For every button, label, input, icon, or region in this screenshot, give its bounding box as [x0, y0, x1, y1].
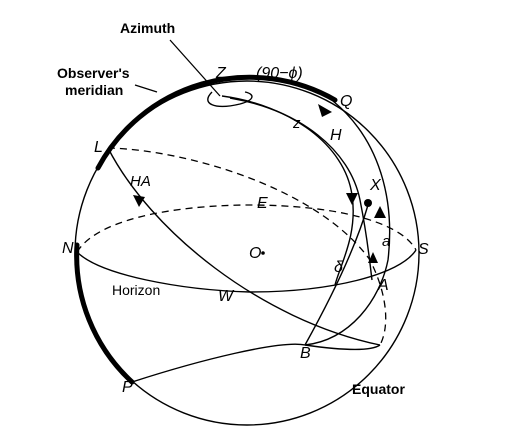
label-p: P: [122, 379, 133, 396]
label-equator: Equator: [352, 381, 405, 397]
label-delta: δ: [334, 259, 344, 276]
observers-meridian-arc: [95, 74, 338, 171]
label-z: z: [292, 115, 301, 132]
label-x: X: [369, 177, 382, 194]
label-zenith: Z: [215, 65, 227, 82]
label-s: S: [418, 241, 429, 258]
lower-great-circle: [131, 343, 381, 383]
meridian-lower-thick-arc: [74, 242, 135, 385]
arrow-ha: [133, 195, 145, 207]
label-e: E: [257, 195, 268, 212]
label-l: L: [94, 139, 103, 156]
hour-circle-arc: [304, 100, 391, 346]
label-o: O: [249, 245, 261, 262]
equator-front: [107, 147, 381, 346]
label-observers: Observer's: [57, 65, 130, 81]
arrow-zq: [318, 104, 332, 117]
vertical-circle-inner: [221, 95, 354, 286]
arrow-x-up: [374, 206, 386, 218]
label-b: B: [300, 345, 311, 362]
label-n: N: [62, 240, 74, 257]
label-azimuth: Azimuth: [120, 20, 175, 36]
arrow-z-to-x: [346, 193, 358, 205]
label-colatitude: (90−ϕ): [256, 65, 303, 82]
star-x-point: [364, 199, 372, 207]
label-ha: HA: [130, 173, 151, 190]
azimuth-loop: [207, 91, 253, 108]
label-w: W: [218, 288, 235, 305]
equator-back-dashed: [107, 147, 387, 346]
label-q: Q: [340, 93, 352, 110]
horizon-back-dashed: [76, 204, 417, 253]
label-h: H: [330, 127, 342, 144]
label-meridian: meridian: [65, 82, 123, 98]
label-horizon: Horizon: [112, 282, 160, 298]
arrow-a-up: [368, 252, 378, 263]
center-o-point: [261, 251, 265, 255]
label-a-small: a: [382, 233, 390, 250]
meridian-pointer: [134, 84, 158, 93]
azimuth-pointer: [169, 39, 221, 97]
declination-arc: [304, 204, 369, 346]
label-a-cap: A: [377, 277, 389, 294]
